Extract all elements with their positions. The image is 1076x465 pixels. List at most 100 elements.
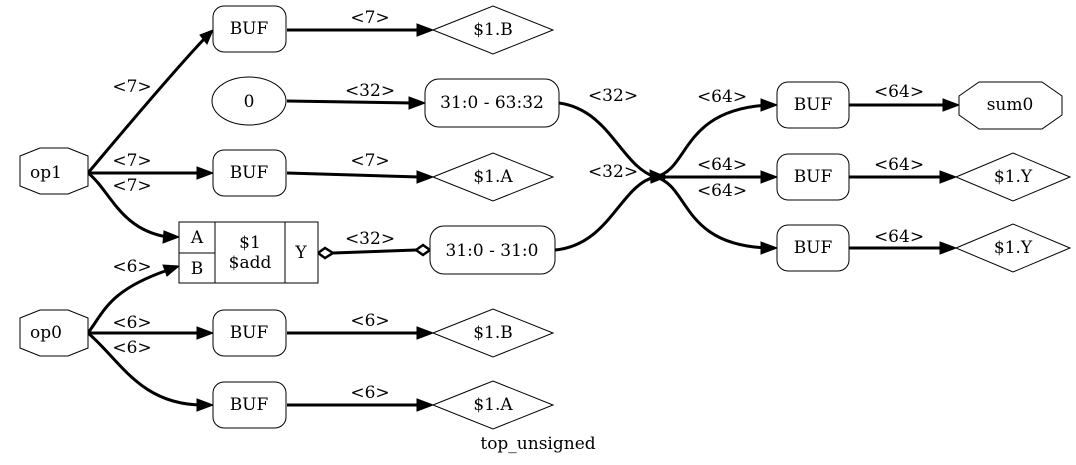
arrow-term-y1 <box>939 170 958 184</box>
arrow-term-y2 <box>939 241 958 255</box>
buf-label: BUF <box>794 167 833 187</box>
diamond-slice-low <box>413 243 433 257</box>
width-label-op0-buf-b: <6> <box>112 313 151 333</box>
width-label-junction-sum: <64> <box>697 87 747 107</box>
arrow-buf-y2 <box>760 241 779 255</box>
arrow-adder-b <box>162 264 181 277</box>
arrow-buf-y1 <box>760 170 779 184</box>
width-label-op0-adder: <6> <box>112 257 151 277</box>
width-labels: <7> <7> <7> <6> <6> <6> <7> <7> <6> <6> … <box>112 8 924 403</box>
arrow-term-a-mid <box>416 170 435 184</box>
width-label-op1-buf3: <7> <box>112 151 151 171</box>
slice-high: 31:0 - 63:32 <box>424 78 560 128</box>
arrow-term-b-top <box>416 23 435 37</box>
term-b-top: $1.B <box>431 5 555 55</box>
term-b-top-label: $1.B <box>473 20 513 40</box>
buf-label: BUF <box>794 95 833 115</box>
adder-port-a: A <box>190 228 204 248</box>
const-zero-label: 0 <box>244 92 255 112</box>
arrow-term-a-bot <box>416 398 435 412</box>
term-a-bot: $1.A <box>431 380 555 430</box>
adder-id: $1 <box>239 233 261 253</box>
width-label-buf-y1-term: <64> <box>874 155 924 175</box>
buf-y1: BUF <box>776 153 850 201</box>
width-label-buf-sum-port: <64> <box>874 82 924 102</box>
arrow-buf-a <box>196 398 215 412</box>
buf-sum: BUF <box>776 81 850 129</box>
width-label-adder-slice: <32> <box>345 229 395 249</box>
width-label-slice-high: <32> <box>588 86 638 106</box>
adder-cell: A B $1 $add Y <box>178 221 319 284</box>
width-label-junction-y1: <64> <box>697 155 747 175</box>
term-y1-label: $1.Y <box>994 167 1033 187</box>
width-label-buf-a-term: <6> <box>350 383 389 403</box>
arrow-buf1 <box>199 29 214 45</box>
arrow-buf-sum <box>760 98 779 112</box>
width-label-junction-y2: <64> <box>697 181 747 201</box>
arrow-junction <box>649 169 668 184</box>
junction-point <box>660 174 666 180</box>
arrow-adder-a <box>162 230 181 244</box>
edge-junction-buf-y2 <box>654 175 769 250</box>
adder-port-y: Y <box>294 243 307 263</box>
term-a-bot-label: $1.A <box>473 395 513 415</box>
arrow-sum0 <box>942 98 961 112</box>
buf-op1-b: BUF <box>212 5 287 53</box>
arrow-buf-b <box>196 326 215 340</box>
edge-op1-buf1 <box>86 36 207 174</box>
term-a-mid-label: $1.A <box>473 167 513 187</box>
edge-buf3-term <box>286 171 421 179</box>
term-b-low: $1.B <box>431 308 555 358</box>
edge-op0-adder-b <box>86 268 169 334</box>
adder-port-b: B <box>191 259 204 279</box>
buf-op0-b: BUF <box>212 309 287 357</box>
port-op0-label: op0 <box>30 323 62 343</box>
edge-junction-buf-sum <box>654 103 769 179</box>
width-label-slice-low: <32> <box>588 162 638 182</box>
width-label-buf1-term: <7> <box>350 8 389 28</box>
buf-label: BUF <box>230 395 269 415</box>
term-y1: $1.Y <box>954 152 1072 202</box>
port-op1: op1 <box>19 147 89 195</box>
buf-op0-a: BUF <box>212 381 287 429</box>
width-label-op1-adder: <7> <box>112 176 151 196</box>
arrow-slice-high <box>408 96 427 110</box>
diagram-caption: top_unsigned <box>480 434 595 454</box>
buf-label: BUF <box>794 238 833 258</box>
term-a-mid: $1.A <box>431 152 555 202</box>
arrow-buf3 <box>196 166 215 180</box>
port-sum0: sum0 <box>958 81 1063 130</box>
edge-const-slice-high <box>286 99 414 105</box>
edges <box>86 28 948 407</box>
buf-label: BUF <box>230 19 269 39</box>
width-label-const-slice: <32> <box>345 81 395 101</box>
const-zero: 0 <box>211 76 287 126</box>
edge-slice-low-junction <box>554 175 656 252</box>
buf-label: BUF <box>230 323 269 343</box>
term-y2-label: $1.Y <box>994 238 1033 258</box>
slice-low: 31:0 - 31:0 <box>429 225 556 275</box>
edge-op1-adder-a <box>87 171 169 239</box>
buf-op1-a: BUF <box>212 149 287 197</box>
slice-low-label: 31:0 - 31:0 <box>446 241 539 261</box>
width-label-buf-b-term: <6> <box>350 311 389 331</box>
width-label-buf3-term: <7> <box>350 151 389 171</box>
buf-label: BUF <box>230 163 269 183</box>
edge-slice-high-junction <box>558 101 656 179</box>
edge-adder-slice-low <box>332 248 417 255</box>
term-y2: $1.Y <box>954 223 1072 273</box>
slice-high-label: 31:0 - 63:32 <box>440 93 544 113</box>
width-label-buf-y2-term: <64> <box>874 227 924 247</box>
port-op1-label: op1 <box>30 163 62 183</box>
term-b-low-label: $1.B <box>473 323 513 343</box>
port-op0: op0 <box>19 309 89 357</box>
width-label-op0-buf-a: <6> <box>112 338 151 358</box>
diamond-adder-y <box>315 246 336 260</box>
adder-type: $add <box>229 253 272 273</box>
buf-y2: BUF <box>776 224 850 272</box>
width-label-op1-buf1: <7> <box>112 77 151 97</box>
edge-op0-buf-a <box>87 331 204 407</box>
port-sum0-label: sum0 <box>987 95 1034 115</box>
arrow-term-b-low <box>416 326 435 340</box>
